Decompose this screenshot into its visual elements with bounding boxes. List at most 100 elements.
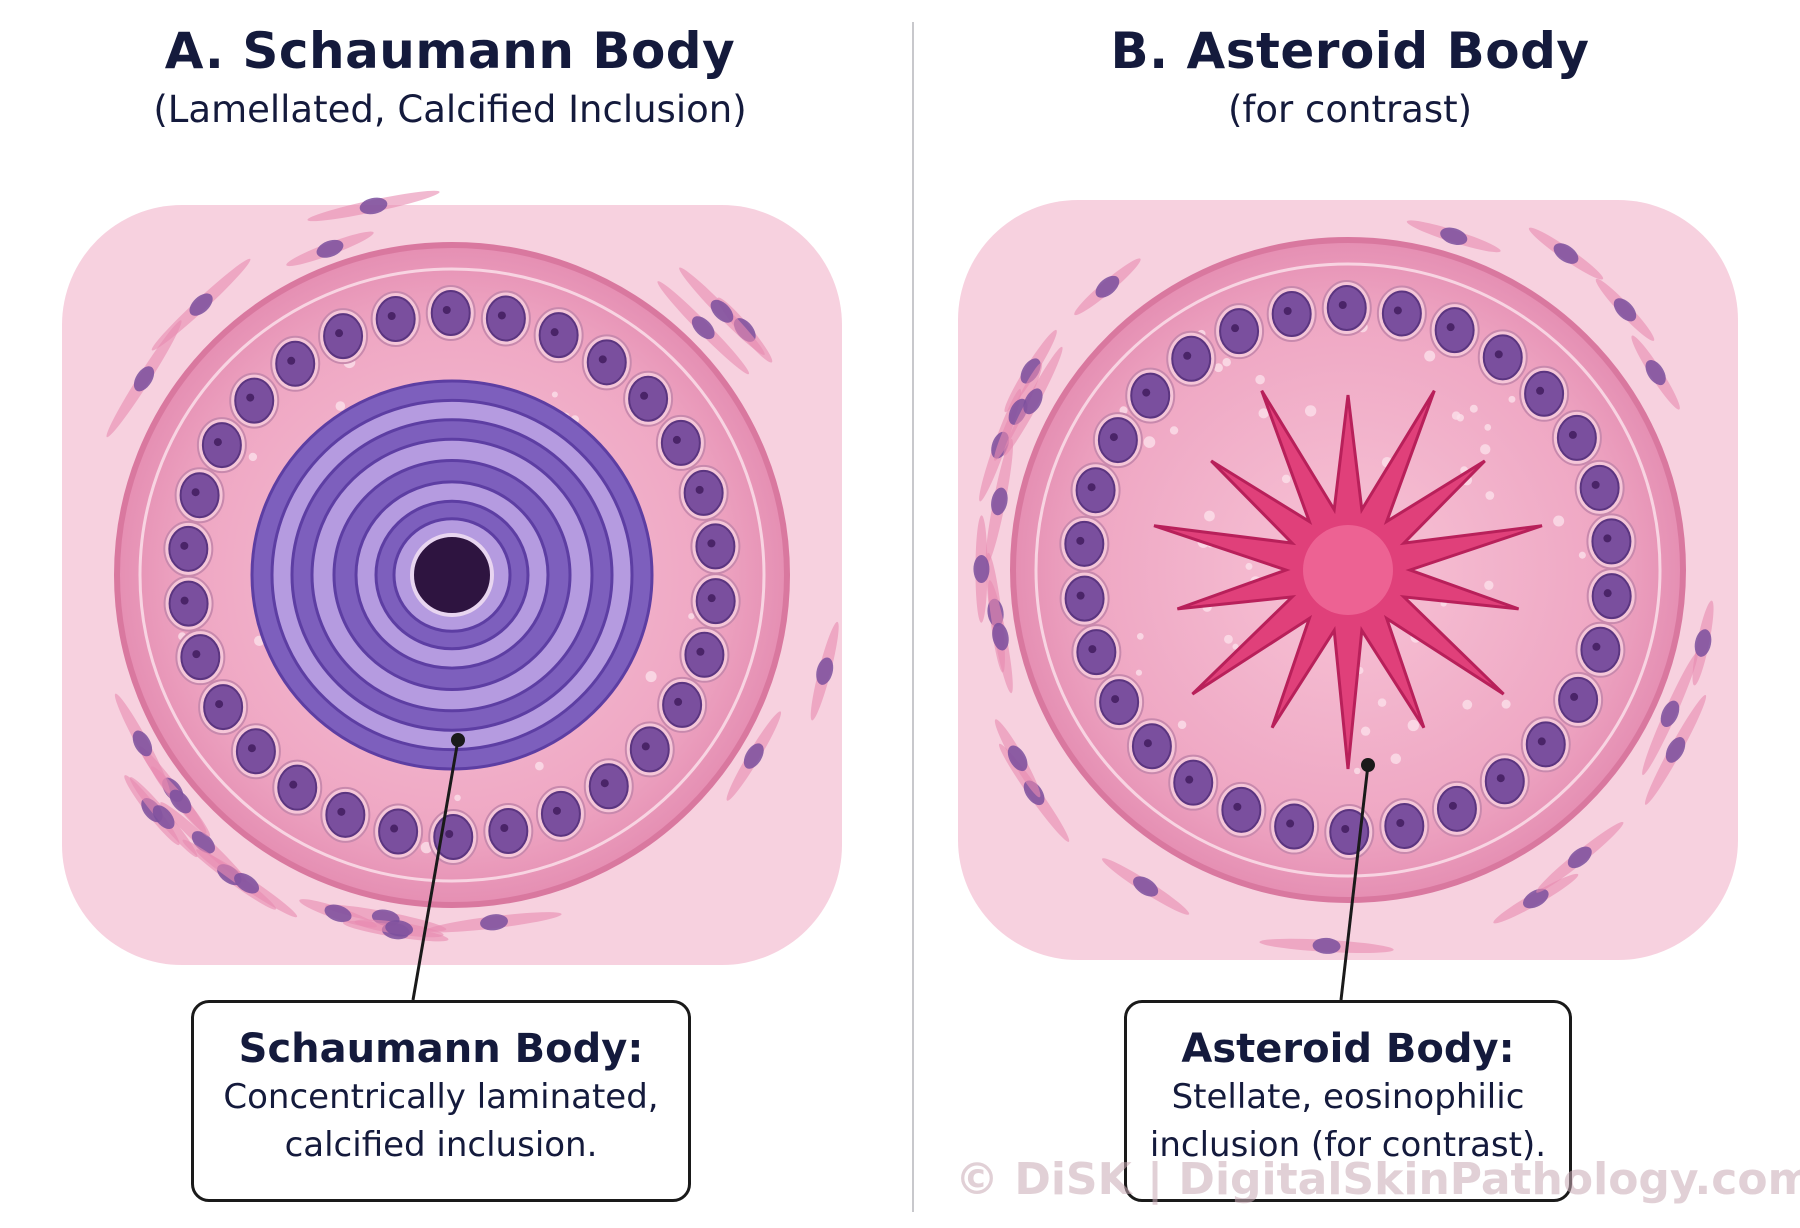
- nucleus: [1591, 573, 1632, 620]
- stromal-nucleus: [1523, 888, 1549, 909]
- nucleus: [275, 340, 316, 387]
- nucleolus: [180, 596, 189, 605]
- stromal-nucleus: [1553, 243, 1579, 264]
- nucleolus: [707, 539, 716, 548]
- vacuole: [1232, 643, 1239, 650]
- vacuole: [248, 452, 258, 462]
- nucleolus: [289, 780, 298, 789]
- callout-box: Asteroid Body: Stellate, eosinophilic in…: [1124, 1000, 1572, 1202]
- nucleus: [1064, 520, 1105, 567]
- nucleus: [1434, 307, 1475, 354]
- nucleolus: [1396, 819, 1405, 828]
- panel-asteroid: B. Asteroid Body (for contrast) Asteroid…: [900, 0, 1800, 1228]
- vacuole: [1255, 374, 1265, 385]
- stromal-nucleus: [189, 293, 213, 316]
- nucleolus: [191, 488, 200, 497]
- pointer-dot: [451, 733, 465, 747]
- nucleus: [234, 377, 275, 424]
- nucleolus: [1603, 589, 1612, 598]
- callout-box: Schaumann Body: Concentrically laminated…: [191, 1000, 691, 1202]
- nucleus: [1171, 335, 1212, 382]
- nucleus: [1436, 785, 1477, 832]
- stromal-nucleus: [1645, 359, 1666, 386]
- nucleolus: [672, 435, 681, 444]
- nucleolus: [180, 541, 189, 550]
- nucleus: [485, 295, 526, 342]
- nucleus: [1579, 464, 1620, 511]
- nucleus: [1482, 334, 1523, 381]
- vacuole: [1456, 414, 1464, 422]
- nucleolus: [707, 594, 716, 603]
- stromal-nucleus: [973, 555, 990, 584]
- nucleus: [684, 631, 725, 678]
- nucleolus: [215, 700, 224, 709]
- vacuole: [1578, 551, 1586, 559]
- vacuole: [1407, 719, 1420, 732]
- nucleolus: [246, 393, 255, 402]
- nucleus: [695, 523, 736, 570]
- nucleolus: [1233, 802, 1242, 811]
- nucleus: [1381, 290, 1422, 337]
- stromal-nucleus: [1095, 275, 1120, 298]
- nucleus: [1484, 758, 1525, 805]
- stromal-nucleus: [1133, 876, 1159, 897]
- stromal-nucleus: [743, 743, 764, 769]
- callout-title: Schaumann Body:: [238, 1026, 644, 1072]
- nucleolus: [1591, 480, 1600, 489]
- nucleus: [203, 684, 244, 731]
- nucleus: [629, 726, 670, 773]
- stromal-nucleus: [316, 239, 344, 258]
- vacuole: [1390, 753, 1402, 765]
- nucleus: [168, 580, 209, 627]
- nucleus: [538, 312, 579, 359]
- nucleus: [695, 578, 736, 625]
- nucleus: [540, 790, 581, 837]
- nucleolus: [1592, 642, 1601, 651]
- nucleolus: [674, 697, 683, 706]
- nucleus: [1556, 414, 1597, 461]
- nucleus: [1525, 721, 1566, 768]
- stromal-nucleus: [385, 920, 414, 937]
- nucleus: [1591, 518, 1632, 565]
- callout-line: Stellate, eosinophilic: [1171, 1077, 1525, 1117]
- nucleolus: [337, 807, 346, 816]
- nucleus: [1524, 370, 1565, 417]
- vacuole: [1281, 474, 1291, 484]
- stromal-nucleus: [1007, 745, 1028, 772]
- panel-subtitle: (Lamellated, Calcified Inclusion): [153, 88, 747, 131]
- callout-line: calcified inclusion.: [284, 1125, 598, 1165]
- nucleus: [660, 419, 701, 466]
- vacuole: [454, 794, 461, 802]
- vacuole: [1484, 424, 1492, 431]
- nucleus: [323, 313, 364, 360]
- nucleus: [375, 295, 416, 342]
- vacuole: [1135, 669, 1143, 676]
- nucleolus: [1446, 323, 1455, 332]
- nucleus: [1271, 290, 1312, 337]
- nucleus: [628, 375, 669, 422]
- panel-subtitle: (for contrast): [1227, 88, 1473, 131]
- nucleolus: [1111, 695, 1120, 704]
- pointer-dot: [1361, 758, 1375, 772]
- nucleolus: [641, 742, 650, 751]
- nucleolus: [696, 647, 705, 656]
- stromal-nucleus: [816, 657, 834, 685]
- nucleus: [1130, 372, 1171, 419]
- vacuole: [535, 761, 544, 771]
- nucleolus: [1603, 534, 1612, 543]
- watermark: © DiSK | DigitalSkinPathology.com: [955, 1154, 1800, 1205]
- stromal-nucleus: [1312, 937, 1341, 954]
- nucleolus: [695, 485, 704, 494]
- vacuole: [1245, 562, 1253, 570]
- nucleus: [1580, 626, 1621, 673]
- pointer-line: [1339, 764, 1370, 1001]
- nucleolus: [445, 829, 454, 838]
- nucleolus: [247, 744, 256, 753]
- nucleus: [168, 525, 209, 572]
- stromal-nucleus: [1665, 737, 1686, 763]
- nucleus: [1558, 676, 1599, 723]
- nucleolus: [1341, 824, 1350, 833]
- vacuole: [645, 671, 657, 683]
- nucleolus: [1536, 386, 1545, 395]
- nucleolus: [1183, 351, 1192, 360]
